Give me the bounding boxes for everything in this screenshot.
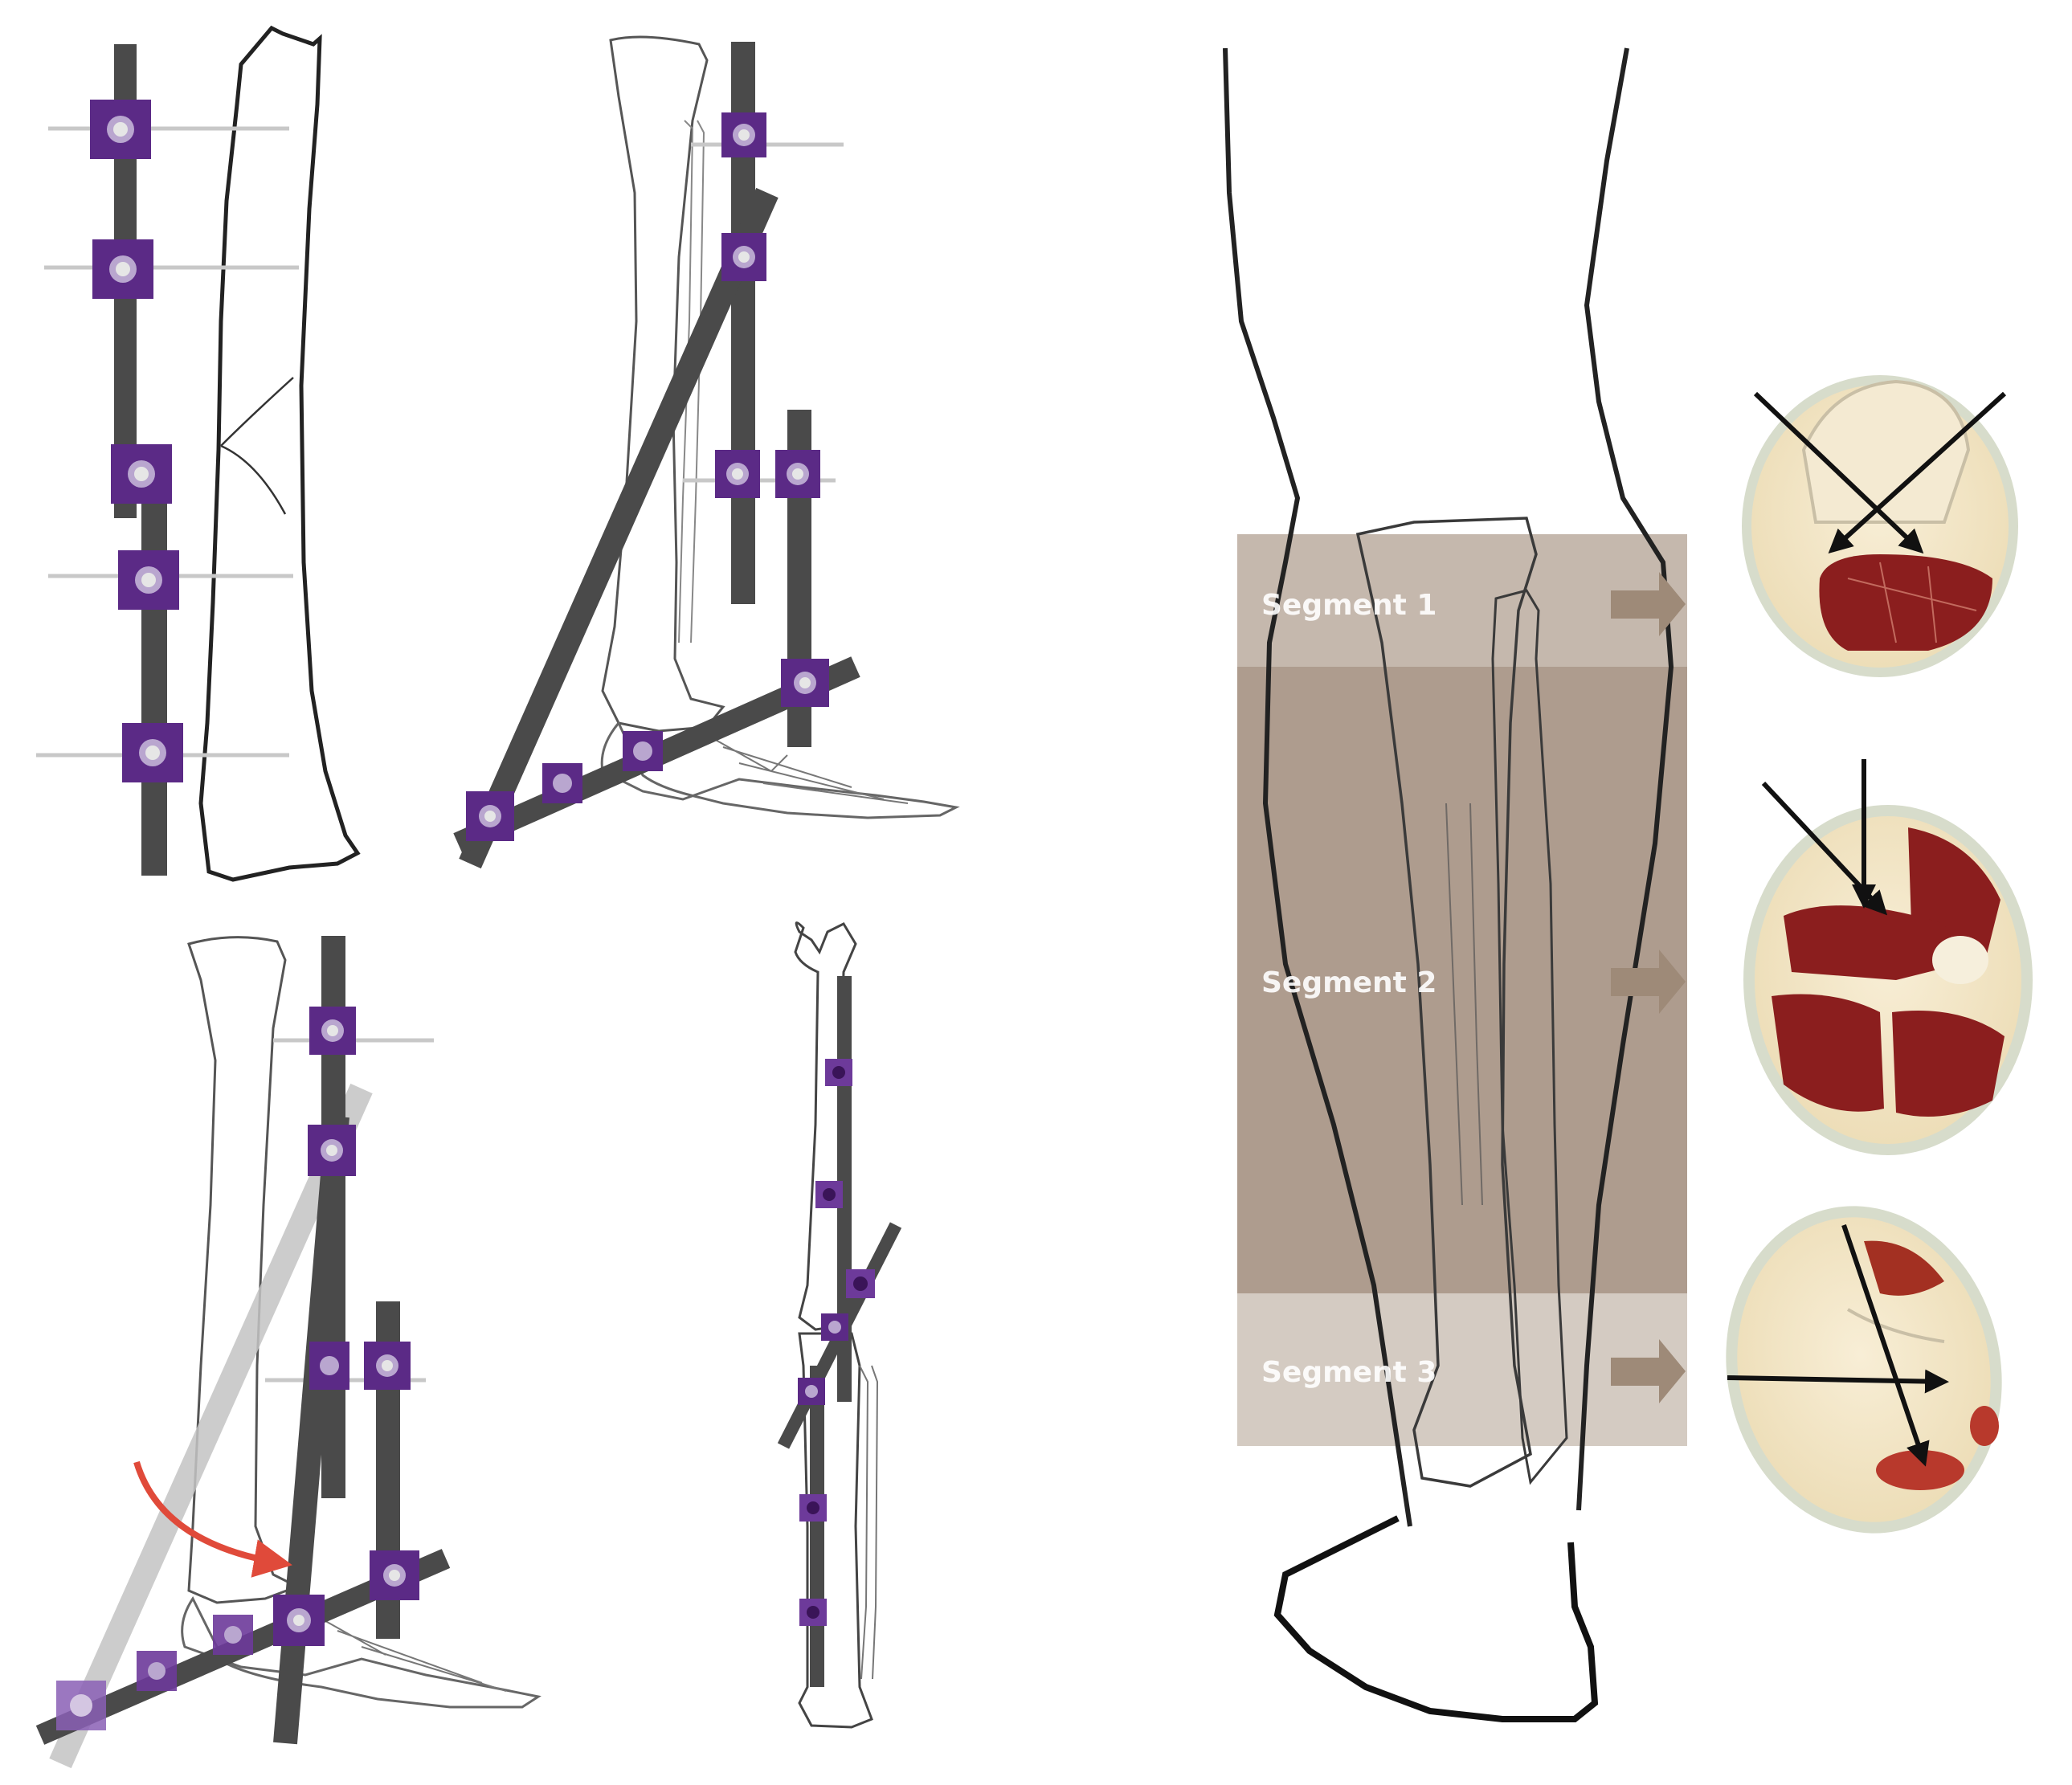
pin-clamp bbox=[798, 1378, 825, 1405]
pin-clamp bbox=[721, 233, 766, 281]
pin-clamp bbox=[799, 1599, 827, 1626]
metatarsal-lines-c bbox=[321, 1618, 507, 1692]
pin-clamp bbox=[92, 239, 153, 299]
pin-clamp bbox=[273, 1595, 325, 1646]
pin-clamp bbox=[781, 659, 829, 707]
pin-clamp bbox=[111, 444, 172, 504]
panel-d-full-leg-frame bbox=[777, 921, 902, 1729]
panel-f-cross-sections bbox=[1726, 375, 2033, 1534]
tibia-outline-c bbox=[187, 936, 300, 1604]
pin-clamp bbox=[721, 112, 766, 157]
segment-2-label: Segment 2 bbox=[1261, 966, 1437, 999]
cross-section-3 bbox=[1726, 1206, 2002, 1534]
tibia-outline-a bbox=[198, 25, 361, 882]
pin-clamp bbox=[775, 450, 820, 498]
pin-clamp bbox=[815, 1181, 843, 1208]
segment-3-label: Segment 3 bbox=[1261, 1356, 1437, 1389]
pin-clamp bbox=[799, 1494, 827, 1522]
panel-a-anterior-frame bbox=[36, 25, 361, 882]
foot-outline-c bbox=[181, 1596, 541, 1709]
pin-clamp bbox=[118, 550, 179, 610]
segment-arrow-icon bbox=[1611, 572, 1686, 636]
tibial-rod-d bbox=[810, 1366, 824, 1687]
pin-clamp bbox=[825, 1059, 852, 1086]
ghost-rod-c bbox=[49, 1083, 373, 1769]
target-arrow-icon bbox=[1727, 1369, 1949, 1394]
leg-outline bbox=[1223, 47, 1412, 1527]
panel-c-rotation-frame bbox=[35, 936, 541, 1769]
fracture-line-a bbox=[220, 377, 294, 515]
diagonal-rod-b bbox=[459, 187, 779, 869]
pin-clamp bbox=[308, 1125, 356, 1176]
tibia-inner-line bbox=[1445, 803, 1483, 1206]
connecting-rod-a2 bbox=[141, 450, 167, 876]
pin-clamp bbox=[309, 1007, 356, 1055]
target-arrow-icon bbox=[1828, 391, 2007, 554]
pin-clamp bbox=[846, 1269, 875, 1298]
tibia-outline-e bbox=[1355, 517, 1538, 1488]
pin-clamp bbox=[56, 1681, 106, 1730]
pin-clamp bbox=[542, 763, 582, 803]
pin-clamp bbox=[122, 723, 183, 782]
foot-outline-b bbox=[600, 721, 960, 819]
pin-clamp bbox=[370, 1550, 419, 1600]
pin-clamp bbox=[137, 1651, 177, 1691]
fibula-outline-d bbox=[859, 1365, 879, 1680]
pin-clamp bbox=[364, 1342, 411, 1390]
target-arrow-icon bbox=[1753, 391, 1924, 554]
target-arrow-icon bbox=[1841, 1224, 1930, 1467]
panel-b-lateral-frame bbox=[453, 35, 960, 869]
metatarsal-lines-b bbox=[706, 734, 909, 804]
fibula-outline-e bbox=[1491, 589, 1568, 1485]
segment-arrow-icon bbox=[1611, 1339, 1686, 1403]
pin-clamp bbox=[213, 1615, 253, 1655]
pin-clamp bbox=[466, 791, 514, 841]
segment-arrow-icon bbox=[1611, 950, 1686, 1014]
panel-e-leg-segments: Segment 1 Segment 2 Segment 3 bbox=[1223, 47, 1687, 1722]
half-pins-a bbox=[36, 126, 299, 758]
pin-clamp bbox=[309, 1342, 349, 1390]
pin-clamp bbox=[715, 450, 760, 498]
cross-section-2 bbox=[1743, 759, 2033, 1155]
pin-clamp bbox=[90, 100, 151, 159]
segment-1-label: Segment 1 bbox=[1261, 589, 1437, 622]
cross-section-1 bbox=[1742, 375, 2018, 677]
pin-clamp bbox=[623, 731, 663, 771]
pin-clamp bbox=[821, 1313, 848, 1341]
tibia-outline-b bbox=[601, 35, 725, 733]
rotation-arrow-icon bbox=[133, 1460, 292, 1578]
heel-outline bbox=[1273, 1515, 1599, 1722]
